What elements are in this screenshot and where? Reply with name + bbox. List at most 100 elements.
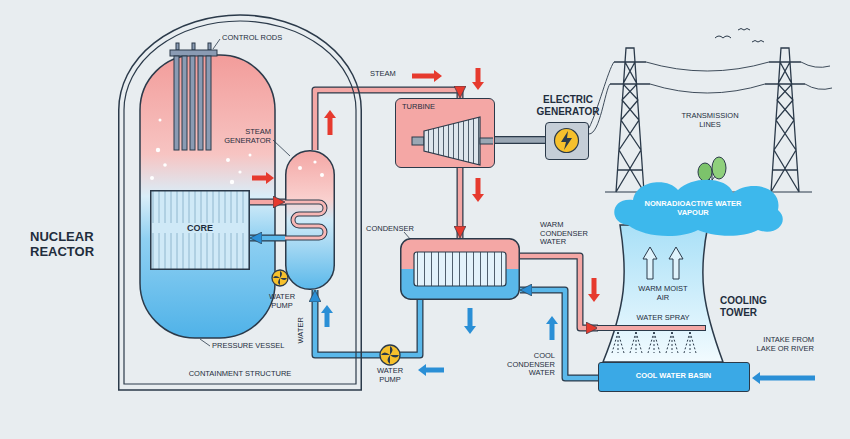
bush-part [712,157,726,179]
spray-droplets [690,332,696,353]
node-label: COOL WATER BASIN [599,372,748,381]
control-rods-part [198,56,203,150]
edge-label: STEAM [370,70,410,79]
cool-water-basin: COOL WATER BASIN [598,362,750,392]
cold-flow-arrow-part [418,364,444,376]
cooling-tower-shape-part [603,225,723,362]
hot-flow-arrow-part [588,278,600,302]
spray-droplets [636,332,637,353]
part-label: WATER PUMP [370,367,410,384]
condenser-shape-part [414,252,506,286]
reactor-core: CORE [150,190,250,270]
transmission-towers-part [610,48,650,192]
cold-flow-arrow-part [464,308,476,334]
heading: NUCLEAR REACTOR [30,230,114,260]
pipe-outline [250,235,285,242]
cooling-tower-shape-part [643,247,683,279]
note-label: INTAKE FROM LAKE OR RIVER [752,336,814,353]
steam-bubbles-part [150,176,154,180]
part-label: WATER PUMP [262,293,302,310]
condenser: CONDENSER [400,238,520,300]
spray-droplets [666,332,672,353]
steam-generator-shape-part [285,202,325,238]
region-label: NONRADIOACTIVE WATER VAPOUR [643,200,743,217]
control-rods-part [192,43,195,50]
turbine: TURBINE [395,98,495,168]
control-rods-part [170,50,217,56]
turbine-blades-part [480,138,493,144]
cold-flow-arrow-part [546,316,558,340]
turbine-shaft [495,140,545,141]
electric-generator: ELECTRIC GENERATOR [545,122,589,160]
condenser-shape-part [401,239,520,300]
pressure-vessel [140,55,275,338]
steam-generator-shape-part [320,173,324,177]
control-rods-part [190,56,195,150]
part-label: WARM MOIST AIR [638,285,688,302]
control-rods-part [182,56,187,150]
part-label: TURBINE [402,103,452,112]
spray-droplets [618,332,619,353]
pipe-fill [495,137,545,143]
condenser-shape [400,238,520,300]
control-rods-part [174,56,179,150]
steam-bubbles-part [238,170,241,173]
hot-flow-arrow-part [412,70,442,82]
bush-part [698,163,712,181]
water-pump-part [272,270,288,286]
steam-generator-shape-part [285,202,325,238]
steam-bubbles-part [156,148,160,152]
spray-droplets [618,332,624,353]
cold-flow-arrow-part [321,305,333,327]
birds [715,29,764,43]
steam-generator-shape [285,150,335,290]
heading: ELECTRIC GENERATOR [524,94,612,117]
pipe-fill [458,168,463,238]
spray-droplets [672,332,673,353]
pipe-fill [315,290,420,355]
cooling-tower-shape-part [612,332,696,353]
pipe-outline [315,290,420,355]
control-rods [170,43,217,150]
water-pump [272,270,400,365]
steam-bubbles [150,119,252,185]
pipe-fill [250,236,285,241]
core-shape-part [151,191,250,270]
water-pump-part [273,271,287,285]
pipe-outline [495,136,545,144]
water-pump-part [380,345,400,365]
steam-bubbles-part [226,158,230,162]
cooling-tower: NONRADIOACTIVE WATER VAPOUR WARM MOIST AI… [598,175,783,392]
edge-label: COOL CONDENSER WATER [497,352,555,378]
steam-bubbles-part [249,154,252,157]
part-label: PRESSURE VESSEL [212,342,292,351]
water-pump-part [381,346,399,364]
cooling-tower-shape-part [614,180,783,236]
control-rods-part [176,43,179,50]
steam-bubbles-part [159,119,162,122]
spray-droplets [672,332,678,353]
region-label: CONTAINMENT STRUCTURE [118,370,362,379]
cooling-tower-shape-part [597,325,706,331]
edge-label: WARM CONDENSER WATER [540,221,598,247]
part-label: TRANSMISSION LINES [672,112,748,129]
hot-flow-arrow-part [252,172,274,184]
hot-flow-arrow-part [472,178,484,202]
water-pipe [315,290,420,355]
containment-outline-part [119,15,362,390]
pipe-outline [250,199,285,206]
generator-symbol [546,123,587,158]
steam-generator: STEAM GENERATOR [285,150,335,290]
transmission-towers [589,48,832,192]
hot-flow-arrow-part [472,68,484,90]
containment-structure: CONTAINMENT STRUCTURE CORE STEAM GENERATOR [118,15,362,390]
generator-symbol-part [555,129,579,153]
spray-droplets [630,332,636,353]
control-rods-part [206,56,211,150]
generator-symbol-part [561,131,572,150]
steam-generator-shape-part [313,160,316,163]
steam-bubbles-part [163,163,167,167]
part-label: CONTROL RODS [222,34,292,43]
steam-generator-shape-part [298,166,302,170]
steam-generator-shape-part [286,151,335,290]
